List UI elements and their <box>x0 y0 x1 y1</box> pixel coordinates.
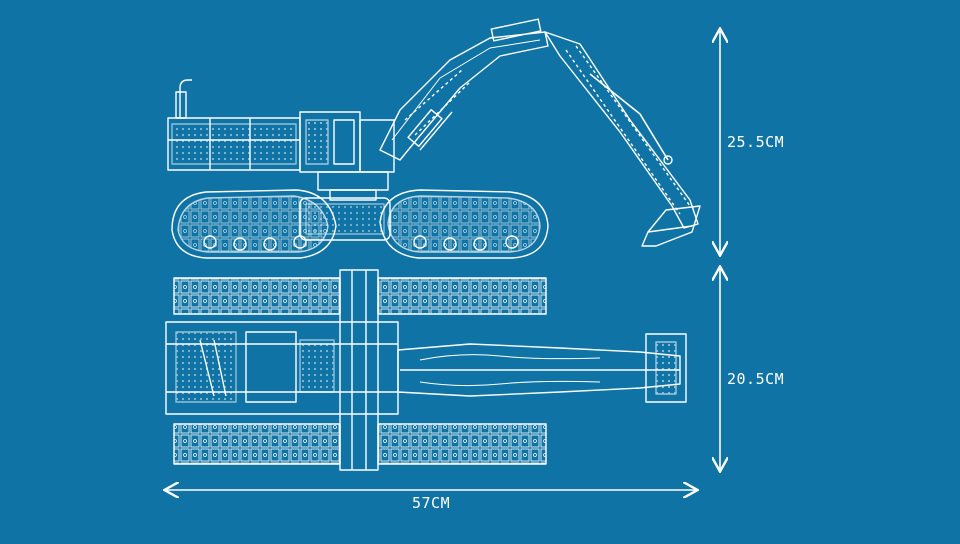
right-track-side <box>379 189 549 259</box>
road-wheels <box>203 235 519 251</box>
exhaust-pipe <box>179 79 192 118</box>
track-top-lower-left <box>173 423 341 465</box>
track-top-upper-left <box>173 277 341 315</box>
excavator-top-view <box>165 269 687 471</box>
boom-top <box>397 343 681 397</box>
width-label: 20.5CM <box>727 370 785 388</box>
bucket-top <box>645 333 687 403</box>
turntable <box>317 171 389 191</box>
boom-arm <box>379 31 549 161</box>
track-top-lower-right <box>377 423 547 465</box>
length-label: 57CM <box>412 494 451 512</box>
boom-cylinder <box>407 109 443 147</box>
chassis <box>339 269 379 471</box>
height-label: 25.5CM <box>727 133 785 151</box>
excavator-side-view <box>167 18 701 259</box>
track-top-upper-right <box>377 277 547 315</box>
